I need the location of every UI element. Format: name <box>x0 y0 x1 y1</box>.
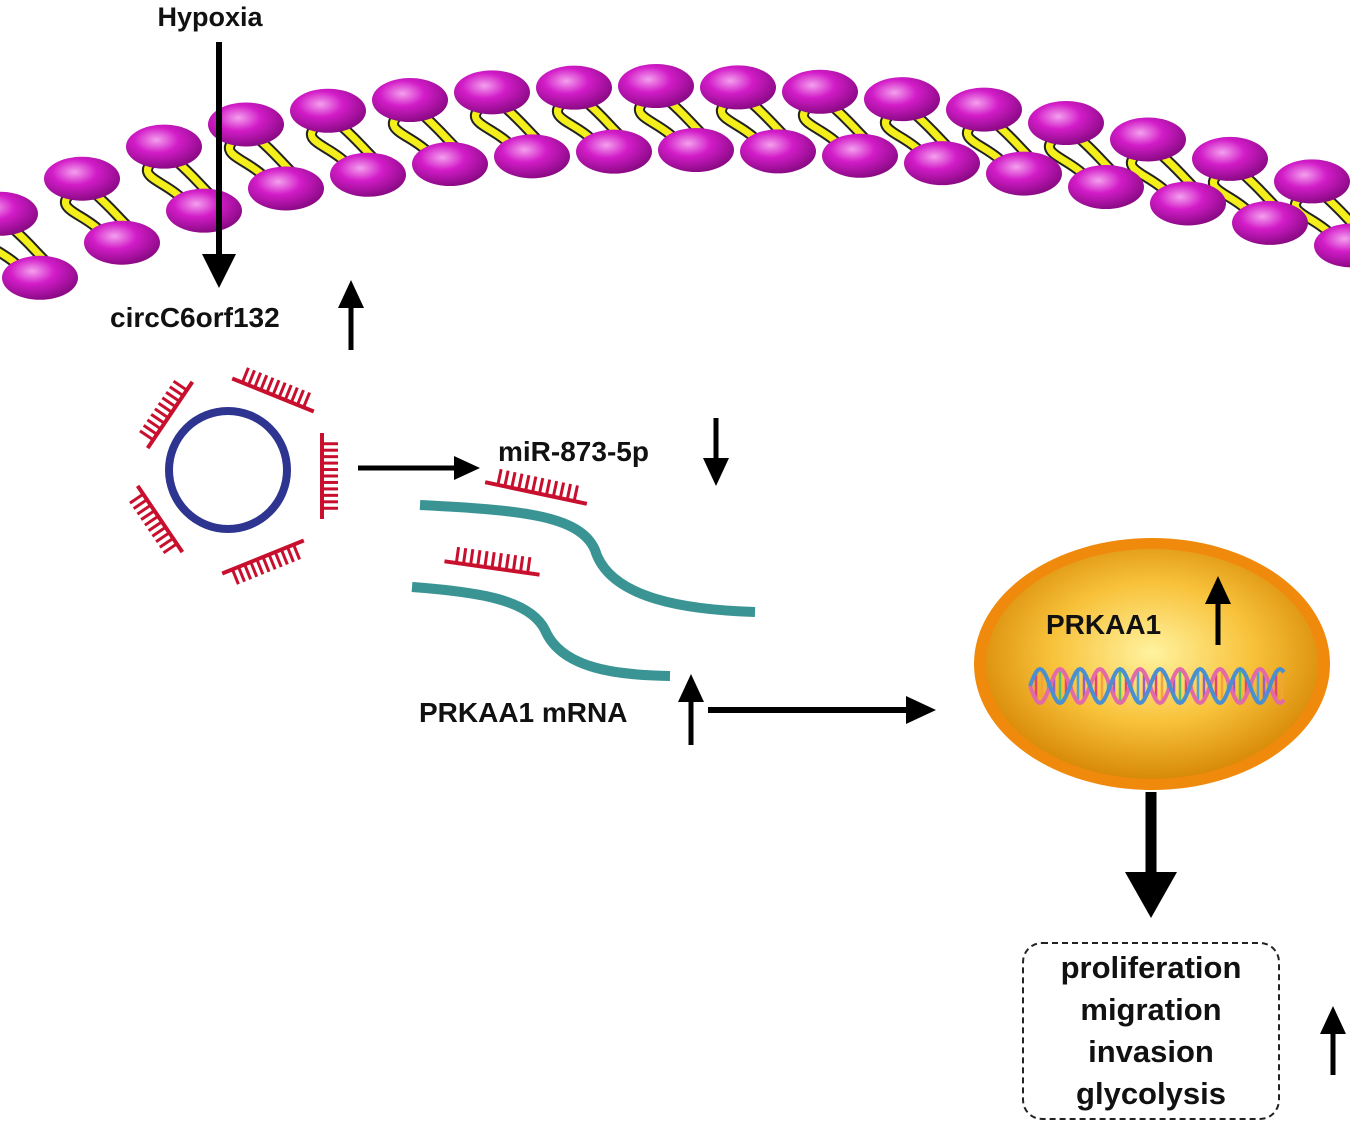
lipid-head <box>864 77 940 122</box>
lipid-head <box>904 141 980 186</box>
outcome-arrow <box>1125 792 1177 918</box>
lipid-head <box>1232 200 1308 245</box>
hypoxia-arrow <box>202 42 236 288</box>
mrna-strand-upper <box>419 500 756 617</box>
lipid-head <box>290 88 366 133</box>
mirna-down-arrow <box>703 418 729 486</box>
lipid-tail <box>0 248 22 270</box>
circrna-up-arrow <box>338 280 364 350</box>
outcome-invasion: invasion <box>1088 1034 1214 1069</box>
lipid-head <box>372 78 448 123</box>
lipid-head <box>536 65 612 110</box>
lipid-head <box>126 124 202 169</box>
lipid-head <box>1068 165 1144 210</box>
mirna-glyph <box>129 484 185 555</box>
mirna-glyph <box>139 379 195 450</box>
lipid-head <box>412 142 488 187</box>
sponge-arrow <box>358 456 480 480</box>
lipid-head <box>330 152 406 197</box>
lipid-head <box>1028 101 1104 146</box>
lipid-head <box>248 166 324 211</box>
lipid-head <box>1150 181 1226 226</box>
lipid-head <box>576 129 652 174</box>
circrna-ring <box>165 407 291 533</box>
lipid-head <box>166 188 242 233</box>
outcome-proliferation: proliferation <box>1060 950 1242 985</box>
mrna-strands <box>411 468 756 681</box>
mrna-up-arrow <box>678 674 704 745</box>
lipid-head <box>618 64 694 109</box>
protein-label: PRKAA1 <box>1046 609 1161 640</box>
lipid-head <box>2 255 78 300</box>
mirna-glyph <box>221 538 305 585</box>
mirna-glyph <box>484 468 588 506</box>
protein-up-arrow <box>1205 576 1231 645</box>
lipid-head <box>700 65 776 110</box>
mirna-glyph <box>444 546 540 577</box>
lipid-head <box>84 220 160 265</box>
lipid-head <box>1314 223 1350 268</box>
outcome-migration: migration <box>1080 992 1222 1027</box>
lipid-head <box>1110 117 1186 162</box>
lipid-head <box>658 128 734 173</box>
lipid-head <box>946 87 1022 132</box>
cell-membrane <box>0 64 1350 300</box>
lipid-head <box>822 133 898 178</box>
hypoxia-label: Hypoxia <box>157 2 263 32</box>
lipid-head <box>208 102 284 147</box>
outcomes-box: proliferation migration invasion glycoly… <box>1022 942 1280 1120</box>
circrna-label: circC6orf132 <box>110 302 280 333</box>
lipid-head <box>454 70 530 115</box>
mrna-label: PRKAA1 mRNA <box>419 697 627 728</box>
lipid-head <box>0 191 38 236</box>
outcome-glycolysis: glycolysis <box>1076 1076 1226 1111</box>
mirna-label: miR-873-5p <box>498 436 649 467</box>
lipid-head <box>1192 136 1268 181</box>
lipid-head <box>44 156 120 201</box>
mrna-strand-lower <box>411 582 671 681</box>
circrna-sponge <box>129 367 338 585</box>
mirna-glyph <box>320 433 338 519</box>
lipid-head <box>782 69 858 114</box>
lipid-head <box>986 151 1062 196</box>
lipid-head <box>740 129 816 174</box>
lipid-head <box>494 134 570 179</box>
lipid-head <box>1274 159 1350 204</box>
mirna-glyph <box>231 367 315 414</box>
outcomes-up-arrow <box>1320 1006 1346 1075</box>
translation-arrow <box>708 696 936 724</box>
dna-helix-icon <box>1028 666 1286 706</box>
cell-nucleus <box>974 538 1330 790</box>
